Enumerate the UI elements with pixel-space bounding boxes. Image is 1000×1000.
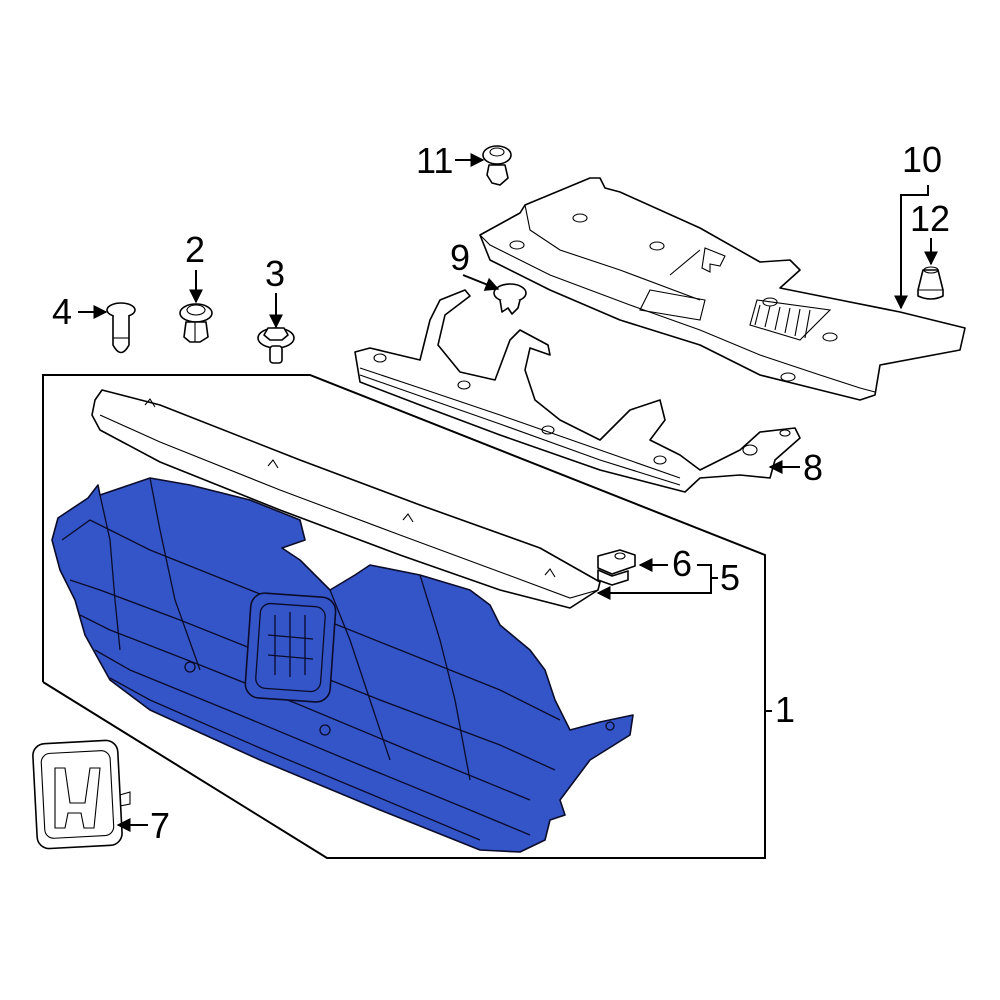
callout-7[interactable]: 7 <box>150 805 171 846</box>
callout-10[interactable]: 10 <box>902 139 943 180</box>
radiator-support-cover[interactable] <box>479 177 966 401</box>
callout-12[interactable]: 12 <box>910 198 951 239</box>
upper-grille-molding[interactable] <box>91 389 601 609</box>
callout-11[interactable]: 11 <box>416 140 454 181</box>
callout-9[interactable]: 9 <box>450 237 471 278</box>
callout-6[interactable]: 6 <box>672 543 693 584</box>
molding-clip[interactable] <box>597 549 636 586</box>
callout-4[interactable]: 4 <box>52 291 73 332</box>
callout-5[interactable]: 5 <box>720 557 741 598</box>
cover-clip[interactable] <box>482 145 512 186</box>
assembly-boundary <box>42 374 766 859</box>
rubber-stopper[interactable] <box>917 266 944 300</box>
leader-lines <box>78 153 938 832</box>
callout-2[interactable]: 2 <box>185 229 206 270</box>
grommet-nut[interactable] <box>179 303 213 343</box>
upper-support-bracket[interactable] <box>354 289 801 493</box>
callout-3[interactable]: 3 <box>265 253 286 294</box>
grille-assembly[interactable] <box>51 477 634 853</box>
flange-bolt[interactable] <box>257 327 295 364</box>
callout-1[interactable]: 1 <box>775 689 796 730</box>
callout-8[interactable]: 8 <box>803 447 824 488</box>
push-clip[interactable] <box>106 302 136 354</box>
emblem[interactable] <box>32 739 131 850</box>
retainer-clip[interactable] <box>493 283 527 315</box>
